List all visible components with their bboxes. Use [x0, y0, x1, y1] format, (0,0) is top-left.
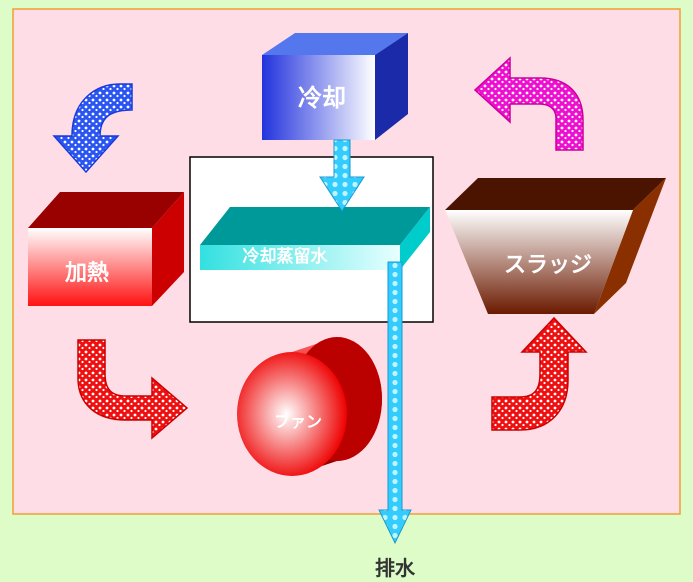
red-flow-arrow-right [491, 316, 588, 431]
cooling-box [262, 33, 408, 140]
drain-stream [378, 261, 412, 545]
condensate-arrow [319, 139, 365, 212]
sludge-label: スラッジ [504, 253, 592, 278]
red-flow-arrow-left [77, 339, 189, 440]
distilled-water-tray [200, 207, 430, 270]
drain-label: 排水 [375, 556, 416, 580]
fan-label: ファン [274, 412, 322, 431]
sludge-hopper [445, 178, 666, 314]
magenta-flow-arrow [473, 56, 584, 151]
heating-label: 加熱 [64, 260, 109, 286]
distilled-water-label: 冷却蒸留水 [243, 246, 329, 267]
cooling-label: 冷却 [298, 84, 346, 112]
heating-box [28, 192, 184, 306]
blue-flow-arrow [52, 83, 133, 174]
fan-cylinder [237, 337, 382, 476]
